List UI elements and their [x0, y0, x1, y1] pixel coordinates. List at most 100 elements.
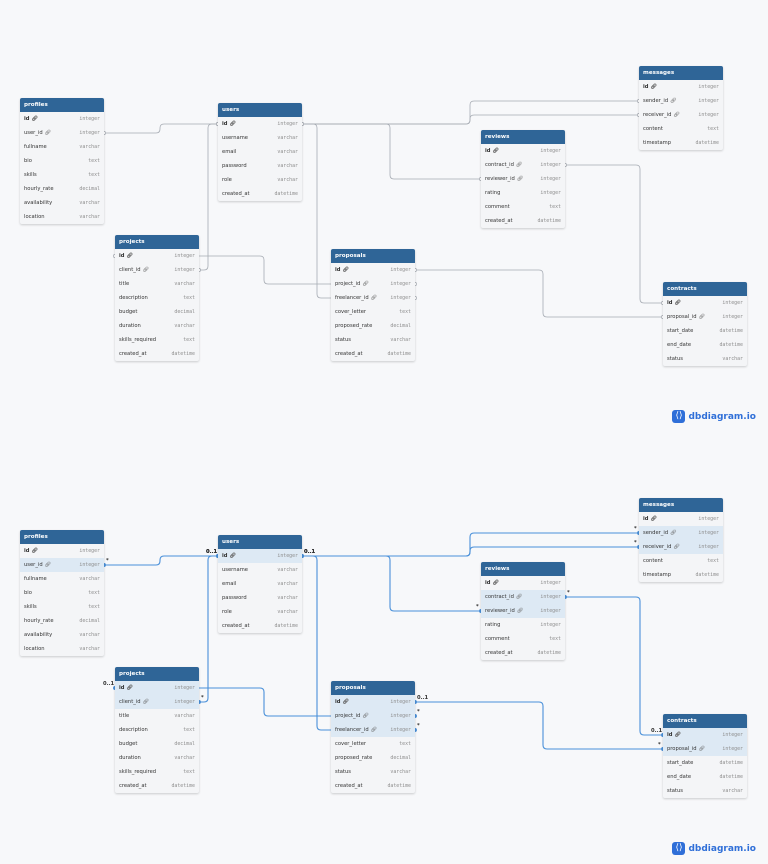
table-header[interactable]: messages [639, 498, 723, 512]
table-header[interactable]: reviews [481, 562, 565, 576]
relationship-line[interactable] [302, 123, 481, 180]
field-row[interactable]: id🔗︎integer [639, 512, 723, 526]
field-row[interactable]: receiver_id🔗︎integer [639, 540, 723, 554]
table-header[interactable]: projects [115, 235, 199, 249]
dbdiagram-logo[interactable]: ⟨⟩ dbdiagram.io [672, 842, 756, 855]
field-row[interactable]: id🔗︎integer [639, 80, 723, 94]
field-row[interactable]: id🔗︎integer [20, 112, 104, 126]
field-row[interactable]: id🔗︎integer [481, 576, 565, 590]
table-header[interactable]: contracts [663, 282, 747, 296]
table-header[interactable]: proposals [331, 681, 415, 695]
field-row[interactable]: contract_id🔗︎integer [481, 590, 565, 604]
field-row[interactable]: id🔗︎integer [218, 549, 302, 563]
relationship-line[interactable] [565, 164, 663, 304]
field-row[interactable]: project_id🔗︎integer [331, 709, 415, 723]
field-row[interactable]: proposal_id🔗︎integer [663, 742, 747, 756]
relationship-line[interactable] [115, 687, 415, 717]
field-row[interactable]: proposal_id🔗︎integer [663, 310, 747, 324]
field-row[interactable]: id🔗︎integer [663, 728, 747, 742]
relationship-line[interactable] [302, 546, 639, 557]
diagram-panel-highlighted[interactable]: *0..1*0..1*0..1*0..1*0..1*0..1*0..1*0..1… [0, 432, 768, 864]
field-row[interactable]: freelancer_id🔗︎integer [331, 723, 415, 737]
relationship-line[interactable] [302, 555, 481, 612]
field-row[interactable]: user_id🔗︎integer [20, 126, 104, 140]
field-row[interactable]: client_id🔗︎integer [115, 263, 199, 277]
field-row[interactable]: id🔗︎integer [663, 296, 747, 310]
table-header[interactable]: proposals [331, 249, 415, 263]
field-row[interactable]: id🔗︎integer [20, 544, 104, 558]
table-header[interactable]: messages [639, 66, 723, 80]
relationship-line[interactable] [199, 555, 218, 703]
field-row[interactable]: id🔗︎integer [331, 695, 415, 709]
table-header[interactable]: profiles [20, 98, 104, 112]
relationship-line[interactable] [415, 701, 663, 750]
field-row[interactable]: reviewer_id🔗︎integer [481, 172, 565, 186]
table-header[interactable]: contracts [663, 714, 747, 728]
field-row[interactable]: sender_id🔗︎integer [639, 526, 723, 540]
field-row[interactable]: id🔗︎integer [481, 144, 565, 158]
field-row[interactable]: client_id🔗︎integer [115, 695, 199, 709]
relationship-line[interactable] [104, 123, 218, 134]
relationship-line[interactable] [115, 255, 415, 285]
dbdiagram-logo[interactable]: ⟨⟩ dbdiagram.io [672, 410, 756, 423]
relationship-line[interactable] [199, 123, 218, 271]
table-header[interactable]: profiles [20, 530, 104, 544]
field-row[interactable]: id🔗︎integer [115, 681, 199, 695]
table-header[interactable]: users [218, 535, 302, 549]
field-row[interactable]: id🔗︎integer [115, 249, 199, 263]
table-header[interactable]: reviews [481, 130, 565, 144]
field-row[interactable]: id🔗︎integer [218, 117, 302, 131]
